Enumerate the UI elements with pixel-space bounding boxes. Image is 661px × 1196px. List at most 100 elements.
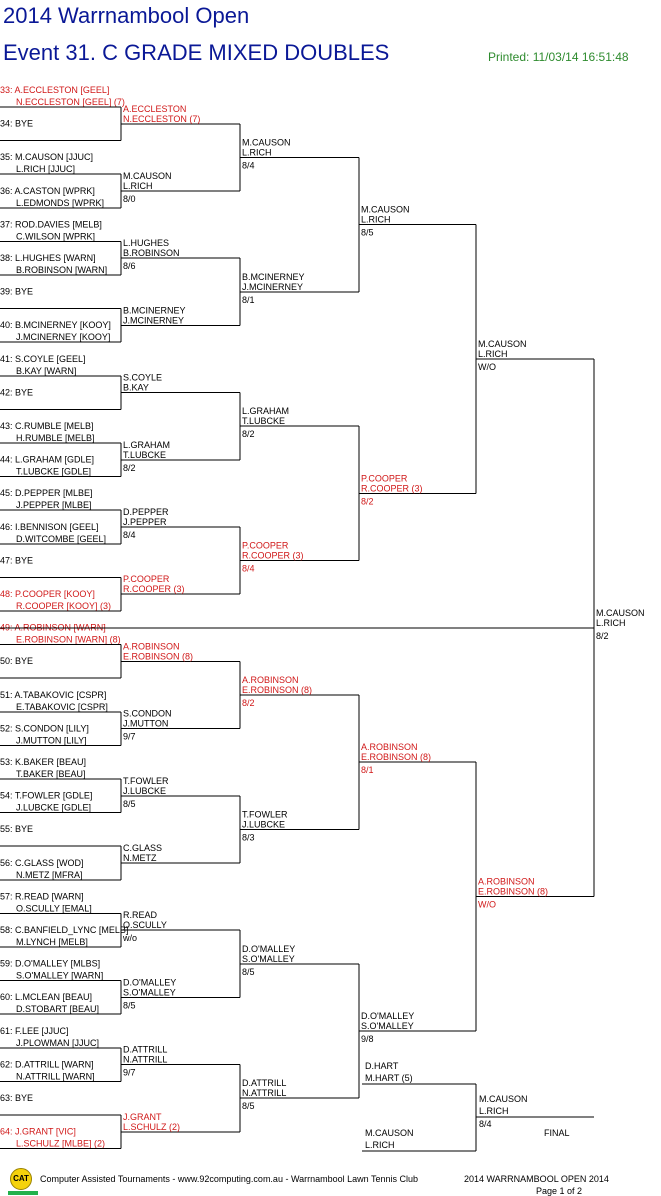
match-score: 8/4 (242, 160, 255, 170)
match-score: 8/6 (123, 261, 136, 271)
winner-line-1: T.FOWLER (242, 809, 288, 819)
winner-line-2: B.KAY (123, 383, 149, 393)
entry-line-2: N.ATTRILL [WARN] (16, 1071, 95, 1081)
entry-line-1: 41: S.COYLE [GEEL] (0, 354, 86, 364)
winner-line-1: A.ROBINSON (478, 877, 535, 887)
entry-line-2: O.SCULLY [EMAL] (16, 903, 92, 913)
winner-line-2: L.RICH (123, 181, 153, 191)
entry-line-2: E.ROBINSON [WARN] (8) (16, 635, 121, 645)
winner-line-1: M.CAUSON (596, 608, 645, 618)
draw-bracket: 33: A.ECCLESTON [GEEL] N.ECCLESTON [GEEL]… (0, 85, 645, 1152)
winner-line-1: M.CAUSON (242, 137, 291, 147)
footer-page-number: Page 1 of 2 (536, 1186, 583, 1196)
winner-line-1: R.READ (123, 910, 158, 920)
match-score: 8/5 (123, 799, 136, 809)
winner-line-1: A.ROBINSON (123, 641, 180, 651)
winner-line-2: N.ATTRILL (123, 1055, 167, 1065)
winner-line-1: A.ECCLESTON (123, 104, 186, 114)
match-score: 8/4 (123, 530, 136, 540)
winner-line-1: A.ROBINSON (242, 675, 299, 685)
champion-score: 8/4 (479, 1119, 492, 1129)
winner-line-2: J.LUBCKE (242, 819, 285, 829)
winner-line-2: E.ROBINSON (8) (242, 685, 312, 695)
entry-line-1: 34: BYE (0, 119, 33, 129)
winner-line-1: B.MCINERNEY (123, 305, 186, 315)
winner-line-1: S.COYLE (123, 373, 162, 383)
entry-line-2: T.BAKER [BEAU] (16, 769, 86, 779)
winner-line-1: M.CAUSON (123, 171, 172, 181)
match-score: 8/0 (123, 194, 136, 204)
winner-line-2: L.RICH (596, 618, 626, 628)
final-bottom-line-1: M.CAUSON (365, 1128, 414, 1138)
entry-line-1: 46: I.BENNISON [GEEL] (0, 522, 99, 532)
match-score: 8/5 (123, 1000, 136, 1010)
match-score: 8/1 (242, 295, 255, 305)
entry-line-1: 52: S.CONDON [LILY] (0, 723, 89, 733)
match-score: W/O (478, 900, 496, 910)
winner-line-1: L.HUGHES (123, 238, 169, 248)
footer-tournament: 2014 WARRNAMBOOL OPEN 2014 (464, 1174, 609, 1184)
winner-line-2: T.LUBCKE (242, 416, 285, 426)
entry-line-2: N.ECCLESTON [GEEL] (7) (16, 97, 125, 107)
winner-line-2: L.RICH (242, 147, 272, 157)
entry-line-1: 39: BYE (0, 287, 33, 297)
event-title: Event 31. C GRADE MIXED DOUBLES (3, 40, 390, 65)
entry-line-2: B.ROBINSON [WARN] (16, 265, 107, 275)
entry-line-1: 60: L.MCLEAN [BEAU] (0, 992, 92, 1002)
winner-line-2: O.SCULLY (123, 920, 167, 930)
entry-line-1: 53: K.BAKER [BEAU] (0, 757, 86, 767)
winner-line-1: P.COOPER (242, 541, 289, 551)
match-score: 9/7 (123, 732, 136, 742)
entry-line-2: J.PLOWMAN [JJUC] (16, 1038, 99, 1048)
winner-line-2: N.ATTRILL (242, 1088, 286, 1098)
entry-line-1: 58: C.BANFIELD_LYNC [MELB] (0, 925, 128, 935)
winner-line-2: E.ROBINSON (8) (478, 887, 548, 897)
winner-line-1: M.CAUSON (478, 339, 527, 349)
winner-line-2: L.SCHULZ (2) (123, 1122, 180, 1132)
winner-line-1: C.GLASS (123, 843, 162, 853)
entry-line-1: 59: D.O'MALLEY [MLBS] (0, 959, 100, 969)
entry-line-1: 33: A.ECCLESTON [GEEL] (0, 85, 109, 95)
winner-line-1: S.CONDON (123, 709, 172, 719)
champion-line-1: M.CAUSON (479, 1094, 528, 1104)
winner-line-2: S.O'MALLEY (361, 1021, 414, 1031)
match-score: 8/2 (123, 463, 136, 473)
match-score: 8/5 (361, 228, 374, 238)
entry-line-2: E.TABAKOVIC [CSPR] (16, 702, 108, 712)
entry-line-1: 48: P.COOPER [KOOY] (0, 589, 95, 599)
winner-line-1: D.PEPPER (123, 507, 169, 517)
entry-line-1: 57: R.READ [WARN] (0, 891, 84, 901)
winner-line-2: J.MCINERNEY (123, 315, 184, 325)
winner-line-1: P.COOPER (361, 473, 408, 483)
winner-line-2: S.O'MALLEY (123, 987, 176, 997)
final-top-line-1: D.HART (365, 1061, 399, 1071)
winner-line-1: D.O'MALLEY (361, 1011, 414, 1021)
entry-line-1: 63: BYE (0, 1093, 33, 1103)
entry-line-1: 62: D.ATTRILL [WARN] (0, 1059, 94, 1069)
entry-line-2: T.LUBCKE [GDLE] (16, 467, 91, 477)
match-score: 8/4 (242, 564, 255, 574)
winner-line-1: T.FOWLER (123, 776, 169, 786)
entry-line-1: 56: C.GLASS [WOD] (0, 858, 84, 868)
match-score: 8/5 (242, 1101, 255, 1111)
footer-credit: Computer Assisted Tournaments - www.92co… (40, 1174, 419, 1184)
entry-line-1: 61: F.LEE [JJUC] (0, 1026, 69, 1036)
match-score: 9/7 (123, 1068, 136, 1078)
entry-line-2: N.METZ [MFRA] (16, 870, 83, 880)
winner-line-2: E.ROBINSON (8) (123, 651, 193, 661)
winner-line-1: J.GRANT (123, 1112, 162, 1122)
match-score: 8/2 (242, 429, 255, 439)
entry-line-1: 54: T.FOWLER [GDLE] (0, 791, 92, 801)
winner-line-2: E.ROBINSON (8) (361, 752, 431, 762)
winner-line-1: M.CAUSON (361, 205, 410, 215)
entry-line-1: 37: ROD.DAVIES [MELB] (0, 219, 102, 229)
winner-line-1: D.ATTRILL (123, 1045, 167, 1055)
entry-line-1: 38: L.HUGHES [WARN] (0, 253, 96, 263)
final-bottom-line-2: L.RICH (365, 1140, 395, 1150)
match-score: 8/2 (361, 496, 374, 506)
match-score: 8/1 (361, 765, 374, 775)
entry-line-1: 36: A.CASTON [WPRK] (0, 186, 95, 196)
winner-line-2: S.O'MALLEY (242, 954, 295, 964)
entry-line-2: M.LYNCH [MELB] (16, 937, 88, 947)
winner-line-2: N.METZ (123, 853, 157, 863)
